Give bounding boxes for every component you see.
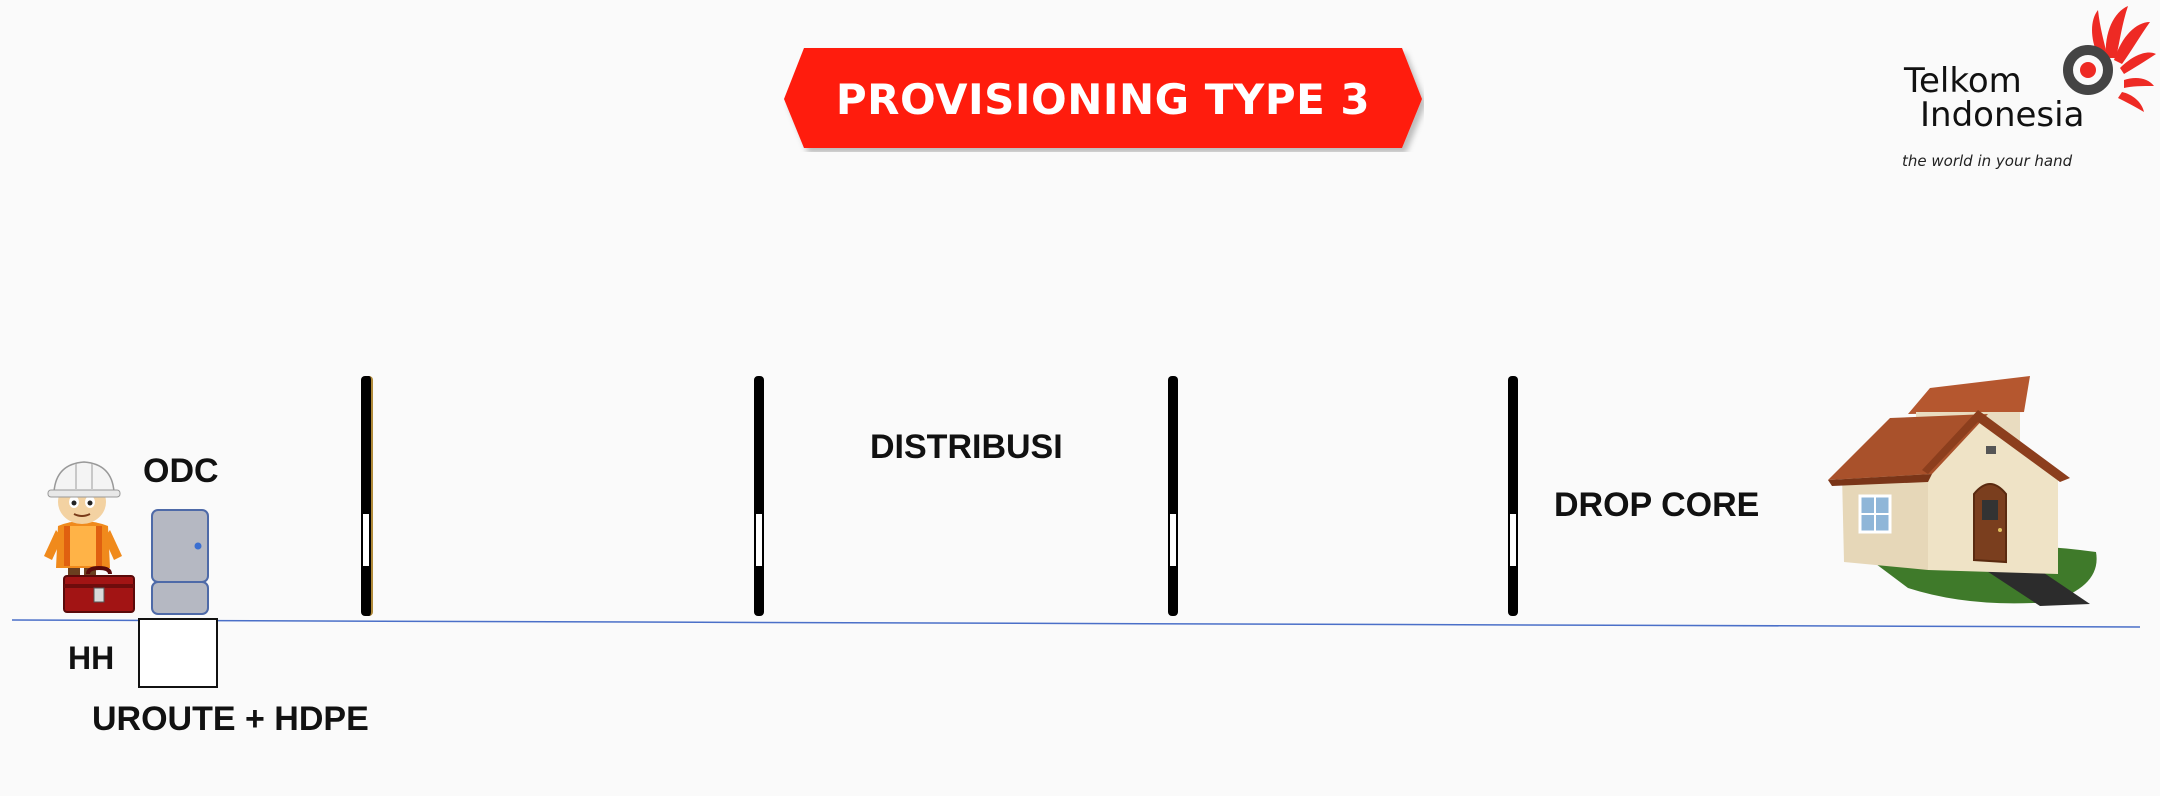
uroute-label: UROUTE + HDPE bbox=[92, 700, 369, 738]
handhole-box bbox=[138, 618, 218, 688]
house-icon bbox=[1828, 376, 2097, 606]
distribusi-label: DISTRIBUSI bbox=[870, 428, 1063, 466]
odc-label: ODC bbox=[143, 452, 219, 490]
banner-shape bbox=[784, 48, 1422, 148]
logo-text-indonesia: Indonesia bbox=[1920, 95, 2085, 135]
pole-icon bbox=[1508, 376, 1518, 616]
logo-tagline: the world in your hand bbox=[1902, 152, 2073, 170]
pole-icon bbox=[754, 376, 764, 616]
page-title: PROVISIONING TYPE 3 bbox=[835, 74, 1371, 124]
title-banner: PROVISIONING TYPE 3 bbox=[782, 46, 1424, 152]
drop-core-label: DROP CORE bbox=[1554, 486, 1760, 524]
odc-cabinet-icon bbox=[151, 509, 209, 615]
telkom-logo-icon bbox=[2063, 6, 2156, 112]
telkom-logo: Telkom Indonesia the world in your hand bbox=[1898, 0, 2160, 180]
pole-icon bbox=[1168, 376, 1178, 616]
logo-text-telkom: Telkom bbox=[1904, 61, 2022, 101]
hh-label: HH bbox=[68, 640, 115, 676]
toolbox-icon bbox=[63, 566, 135, 613]
pole-icon bbox=[361, 376, 373, 616]
